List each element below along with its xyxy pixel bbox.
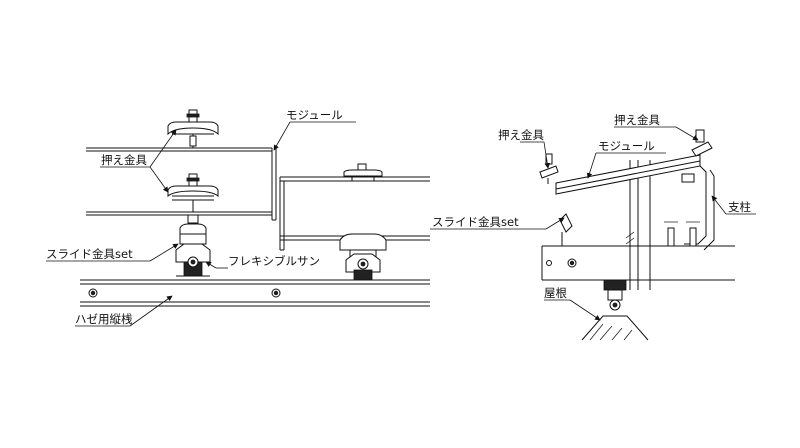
label-flexible: フレキシブルサン (228, 254, 320, 268)
roof-hook (581, 279, 649, 341)
label-support: 支柱 (728, 200, 751, 214)
label-clamp-right-top: 押え金具 (614, 113, 660, 127)
clamp-top-right-panel (343, 163, 383, 181)
clamp-middle-left (167, 173, 219, 212)
label-clamp-left: 押え金具 (101, 153, 147, 167)
left-section-drawing: モジュール 押え金具 スライド金具set フレキシブルサン ハゼ用縦桟 (46, 108, 430, 327)
post (625, 160, 651, 290)
module-panel-right (279, 176, 430, 251)
haze-rail (80, 279, 430, 307)
clamp-top-tilted (681, 129, 715, 251)
label-clamp-right: 押え金具 (498, 128, 544, 142)
slide-bracket-left (175, 214, 211, 277)
module-tilted (555, 154, 701, 195)
label-haze: ハゼ用縦桟 (75, 312, 133, 326)
label-module-left: モジュール (286, 108, 343, 122)
clamp-left-tilted (539, 153, 559, 184)
clamp-top-left (167, 109, 219, 148)
label-module-right: モジュール (598, 139, 655, 153)
label-slide-right: スライド金具set (432, 215, 519, 229)
slide-bracket-right-panel (339, 233, 387, 281)
right-section-drawing: 押え金具 押え金具 モジュール 支柱 スライド金具set 屋根 (430, 113, 756, 341)
module-panel-left (86, 147, 277, 221)
label-roof: 屋根 (544, 286, 567, 300)
label-slide-left: スライド金具set (46, 247, 133, 261)
